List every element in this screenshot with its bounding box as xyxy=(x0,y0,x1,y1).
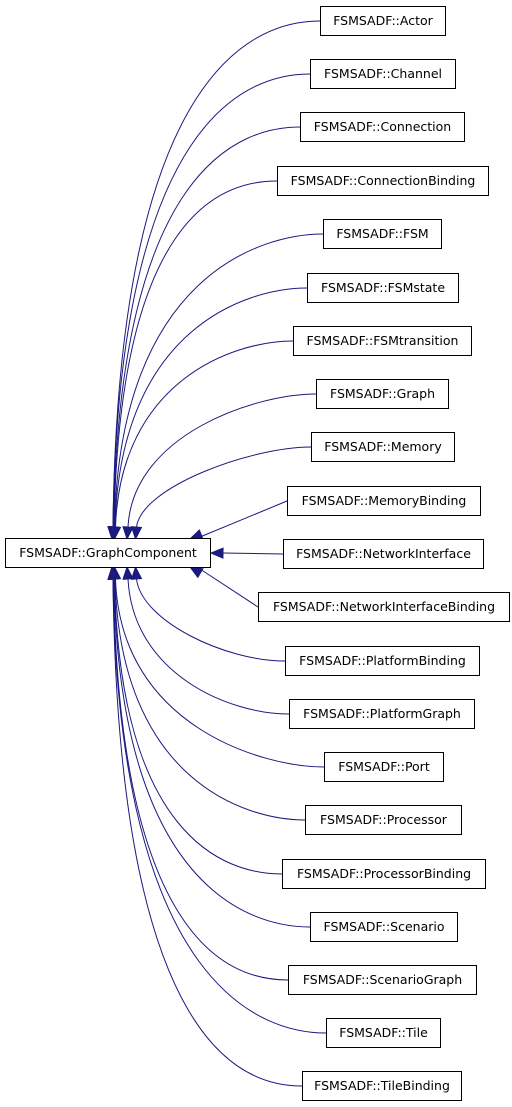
node-label: FSMSADF::TileBinding xyxy=(314,1078,450,1093)
node-label: FSMSADF::GraphComponent xyxy=(19,545,197,560)
inheritance-edge xyxy=(113,578,289,981)
node-box xyxy=(285,646,480,676)
class-node-tile[interactable]: FSMSADF::Tile xyxy=(326,1018,441,1048)
arrow-head xyxy=(188,529,204,540)
arrow-head xyxy=(209,547,224,559)
arrow-head xyxy=(122,565,134,580)
node-label: FSMSADF::Port xyxy=(338,759,430,774)
inheritance-edge xyxy=(114,578,283,875)
node-box xyxy=(310,59,456,89)
inheritance-edge xyxy=(113,180,278,528)
node-label: FSMSADF::FSM xyxy=(336,226,428,241)
node-label: FSMSADF::NetworkInterfaceBinding xyxy=(273,599,495,614)
node-label: FSMSADF::Tile xyxy=(339,1025,428,1040)
arrow-head xyxy=(109,526,122,541)
class-node-memory[interactable]: FSMSADF::Memory xyxy=(311,432,455,462)
class-node-processor-binding[interactable]: FSMSADF::ProcessorBinding xyxy=(282,859,486,889)
node-box xyxy=(316,379,449,409)
inheritance-edge xyxy=(115,578,325,768)
arrow-head xyxy=(130,526,143,541)
class-node-connection[interactable]: FSMSADF::Connection xyxy=(300,112,465,142)
node-label: FSMSADF::ConnectionBinding xyxy=(291,173,476,188)
node-box xyxy=(302,1071,462,1101)
class-node-network-interface[interactable]: FSMSADF::NetworkInterface xyxy=(283,539,484,569)
class-node-graph[interactable]: FSMSADF::Graph xyxy=(316,379,449,409)
node-label: FSMSADF::FSMtransition xyxy=(307,333,459,348)
inheritance-edge xyxy=(222,552,284,555)
arrow-head xyxy=(122,526,134,541)
class-node-scenario-graph[interactable]: FSMSADF::ScenarioGraph xyxy=(288,965,477,995)
class-node-scenario[interactable]: FSMSADF::Scenario xyxy=(310,912,458,942)
class-node-memory-binding[interactable]: FSMSADF::MemoryBinding xyxy=(287,486,481,516)
inheritance-edge xyxy=(112,73,311,528)
inheritance-edge xyxy=(112,20,321,528)
inheritance-edge xyxy=(136,578,286,662)
node-label: FSMSADF::ScenarioGraph xyxy=(303,972,462,987)
node-box xyxy=(293,326,472,356)
node-box xyxy=(287,486,481,516)
arrow-head xyxy=(130,565,143,580)
node-label: FSMSADF::Actor xyxy=(333,13,433,28)
class-node-fsmstate[interactable]: FSMSADF::FSMstate xyxy=(307,273,459,303)
node-label: FSMSADF::PlatformBinding xyxy=(299,653,466,668)
class-node-platform-graph[interactable]: FSMSADF::PlatformGraph xyxy=(289,699,475,729)
node-box xyxy=(277,166,489,196)
inheritance-edge xyxy=(112,578,327,1034)
arrow-head xyxy=(107,565,119,580)
node-box xyxy=(5,538,211,568)
class-node-connection-binding[interactable]: FSMSADF::ConnectionBinding xyxy=(277,166,489,196)
node-box xyxy=(305,805,462,835)
node-box xyxy=(283,539,484,569)
node-label: FSMSADF::Channel xyxy=(324,66,442,81)
node-box xyxy=(258,592,510,622)
node-box xyxy=(324,752,444,782)
inheritance-edge xyxy=(136,446,312,528)
class-node-actor[interactable]: FSMSADF::Actor xyxy=(320,6,446,36)
node-label: FSMSADF::Processor xyxy=(320,812,448,827)
node-layer: FSMSADF::GraphComponent FSMSADF::ActorFSM… xyxy=(5,6,510,1101)
inheritance-edge xyxy=(114,233,324,528)
class-node-fsmtransition[interactable]: FSMSADF::FSMtransition xyxy=(293,326,472,356)
node-label: FSMSADF::Scenario xyxy=(323,919,444,934)
class-node-channel[interactable]: FSMSADF::Channel xyxy=(310,59,456,89)
node-label: FSMSADF::PlatformGraph xyxy=(303,706,461,721)
node-label: FSMSADF::ProcessorBinding xyxy=(297,866,471,881)
node-box xyxy=(310,912,458,942)
inheritance-edge xyxy=(112,578,303,1087)
node-box xyxy=(307,273,459,303)
node-label: FSMSADF::Graph xyxy=(330,386,435,401)
class-node-port[interactable]: FSMSADF::Port xyxy=(324,752,444,782)
node-box xyxy=(320,6,446,36)
node-label: FSMSADF::Connection xyxy=(314,119,451,134)
node-box xyxy=(323,219,442,249)
node-box xyxy=(311,432,455,462)
arrow-head xyxy=(188,566,204,579)
class-node-fsm[interactable]: FSMSADF::FSM xyxy=(323,219,442,249)
node-label: FSMSADF::MemoryBinding xyxy=(302,493,467,508)
node-box xyxy=(300,112,465,142)
node-label: FSMSADF::FSMstate xyxy=(321,280,445,295)
node-box xyxy=(289,699,475,729)
inheritance-edge xyxy=(113,578,311,928)
node-box xyxy=(288,965,477,995)
inheritance-edge xyxy=(127,393,317,528)
class-node-processor[interactable]: FSMSADF::Processor xyxy=(305,805,462,835)
inheritance-edge xyxy=(114,578,306,821)
node-box xyxy=(282,859,486,889)
inheritance-edge xyxy=(127,578,290,715)
base-class-node[interactable]: FSMSADF::GraphComponent xyxy=(5,538,211,568)
inheritance-edge xyxy=(113,126,301,528)
inheritance-edge xyxy=(115,340,294,528)
node-label: FSMSADF::Memory xyxy=(324,439,442,454)
class-node-platform-binding[interactable]: FSMSADF::PlatformBinding xyxy=(285,646,480,676)
class-node-network-interface-binding[interactable]: FSMSADF::NetworkInterfaceBinding xyxy=(258,592,510,622)
node-label: FSMSADF::NetworkInterface xyxy=(296,546,471,561)
class-node-tile-binding[interactable]: FSMSADF::TileBinding xyxy=(302,1071,462,1101)
inheritance-edge xyxy=(114,287,308,528)
inheritance-edge xyxy=(199,500,288,538)
node-box xyxy=(326,1018,441,1048)
edge-layer xyxy=(107,20,327,1087)
inheritance-edge xyxy=(199,568,259,608)
